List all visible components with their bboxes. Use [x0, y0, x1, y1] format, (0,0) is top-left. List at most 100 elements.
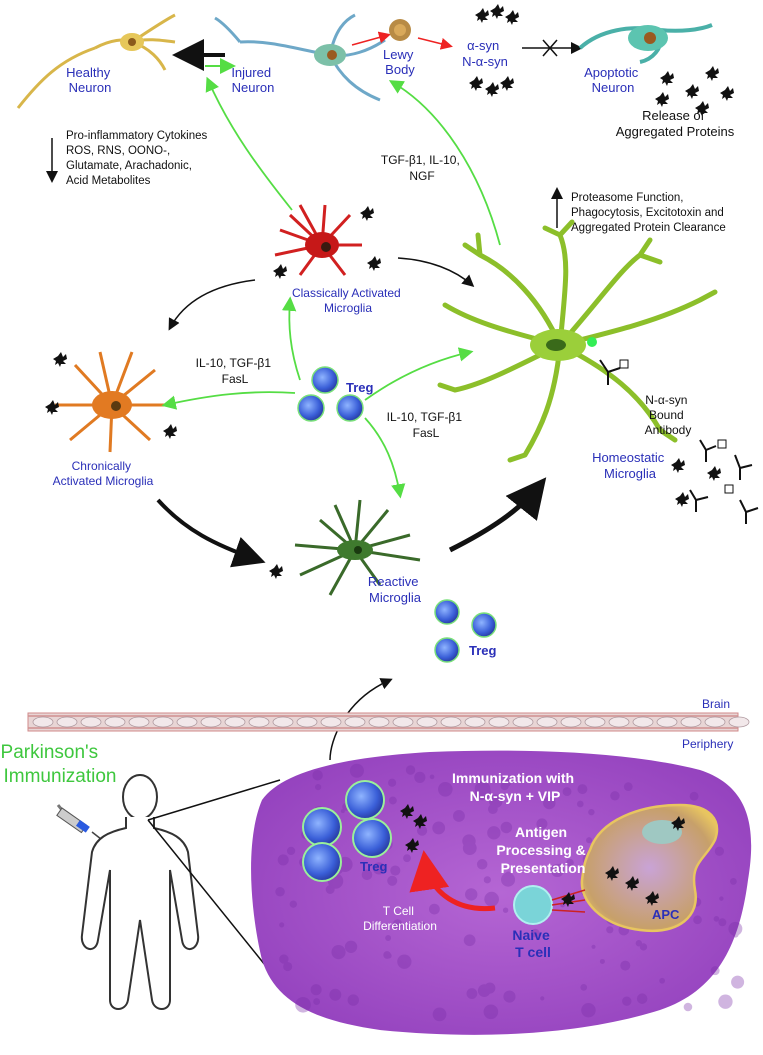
antigen-label: Antigen Processing & Presentation [496, 824, 589, 876]
tissue-speckle [380, 865, 385, 870]
chronic-microglia [55, 351, 165, 453]
tissue-speckle [689, 791, 699, 801]
release-label: Release of Aggregated Proteins [616, 108, 735, 139]
barrier-cell [584, 716, 606, 728]
barrier-cell [632, 716, 654, 728]
tissue-speckle [483, 876, 491, 884]
tissue-speckle [623, 782, 633, 792]
green-arrow-homeostatic-to-injured [388, 80, 501, 246]
tissue-speckle [489, 983, 495, 990]
barrier-cell [464, 716, 486, 728]
barrier-cell [104, 716, 126, 728]
tissue-speckle [622, 996, 632, 1006]
tissue-speckle [279, 922, 285, 928]
tissue-speckle [283, 961, 293, 972]
tissue-speckle [432, 1007, 447, 1022]
barrier-cell [512, 716, 534, 728]
tissue-speckle [636, 993, 648, 1004]
tissue-speckle [286, 846, 296, 856]
tissue-speckle [462, 834, 476, 848]
tissue-speckle [501, 872, 516, 887]
apc-label: APC [652, 907, 680, 922]
tissue-speckle [528, 849, 535, 856]
tissue-speckle [405, 765, 416, 775]
blood-brain-barrier [27, 712, 750, 732]
barrier-cell [416, 716, 438, 728]
tissue-speckle [325, 885, 335, 894]
tissue-speckle [372, 862, 386, 875]
tissue-speckle [558, 863, 564, 869]
tissue-speckle [610, 791, 620, 801]
treg-label-central: Treg [346, 380, 374, 395]
homeostatic-microglia [437, 219, 718, 463]
lymph-title: Immunization with N-α-syn + VIP [452, 770, 578, 804]
tissue-speckle [277, 854, 289, 866]
cytokines-right: IL-10, TGF-β1 FasL [387, 410, 466, 440]
arrow-to-syn [417, 37, 453, 50]
tissue-speckle [349, 763, 364, 778]
tissue-speckle [484, 891, 499, 907]
tissue-speckle [403, 854, 411, 863]
tissue-speckle [340, 809, 345, 814]
immunization-title: Parkinson's Immunization [1, 742, 117, 787]
apc-cell [580, 803, 719, 933]
treg-label-brain: Treg [469, 643, 497, 658]
tissue-speckle [710, 966, 720, 976]
tissue-speckle [580, 984, 588, 991]
barrier-cell [536, 716, 558, 728]
treg-label-lymph: Treg [360, 859, 388, 874]
tissue-speckle [387, 875, 398, 886]
tissue-speckle [474, 781, 491, 797]
brain-label: Brain [702, 697, 730, 711]
tissue-speckle [312, 770, 323, 781]
tissue-speckle [713, 916, 720, 922]
tissue-speckle [438, 782, 453, 797]
barrier-cell [440, 716, 462, 728]
treg-cluster-central [297, 366, 364, 422]
syn-label: α-syn N-α-syn [462, 38, 508, 69]
barrier-cell [704, 716, 726, 728]
tissue-speckle [530, 928, 540, 938]
arrow-reactive-to-homeostatic [448, 477, 547, 553]
tissue-speckle [502, 907, 509, 913]
tissue-speckle [329, 988, 342, 1001]
arrow-chronic-to-reactive [156, 498, 266, 568]
apoptotic-neuron [578, 23, 713, 64]
syringe-icon [56, 804, 107, 844]
tissue-speckle [719, 896, 724, 901]
tissue-speckle [392, 919, 403, 929]
tissue-speckle [503, 990, 516, 1003]
barrier-cell [680, 716, 702, 728]
tissue-speckle [476, 859, 488, 870]
barrier-cell [368, 716, 390, 728]
tissue-speckle [577, 784, 588, 795]
tissue-speckle [331, 945, 346, 960]
barrier-cell [728, 716, 750, 728]
tissue-speckle [397, 954, 412, 969]
homeostatic-microglia-label: Homeostatic Microglia [592, 450, 668, 481]
reactive-microglia [294, 499, 421, 596]
green-arrow-treg-to-reactive [364, 417, 406, 499]
tissue-speckle [540, 996, 545, 1001]
barrier-cell [272, 716, 294, 728]
apoptotic-neuron-label: Apoptotic Neuron [584, 65, 642, 95]
arrow-classical-to-chronic [168, 279, 256, 331]
barrier-cell [344, 716, 366, 728]
barrier-cell [80, 716, 102, 728]
antibody-cluster [689, 439, 759, 524]
tissue-speckle [500, 781, 509, 791]
tissue-speckle [591, 944, 596, 949]
barrier-cell [224, 716, 246, 728]
tissue-speckle [576, 800, 584, 808]
tissue-speckle [500, 821, 513, 834]
tissue-speckle [714, 846, 725, 856]
tissue-speckle [505, 871, 512, 879]
naive-t-cell-label: Naive T cell [512, 927, 553, 960]
toxic-factors: Pro-inflammatory Cytokines ROS, RNS, OON… [66, 130, 210, 187]
treg-cluster-lymph [302, 780, 392, 882]
tissue-speckle [718, 918, 727, 927]
treg-cluster-brain [434, 599, 497, 663]
tissue-speckle [347, 994, 359, 1006]
tissue-speckle [731, 975, 745, 989]
